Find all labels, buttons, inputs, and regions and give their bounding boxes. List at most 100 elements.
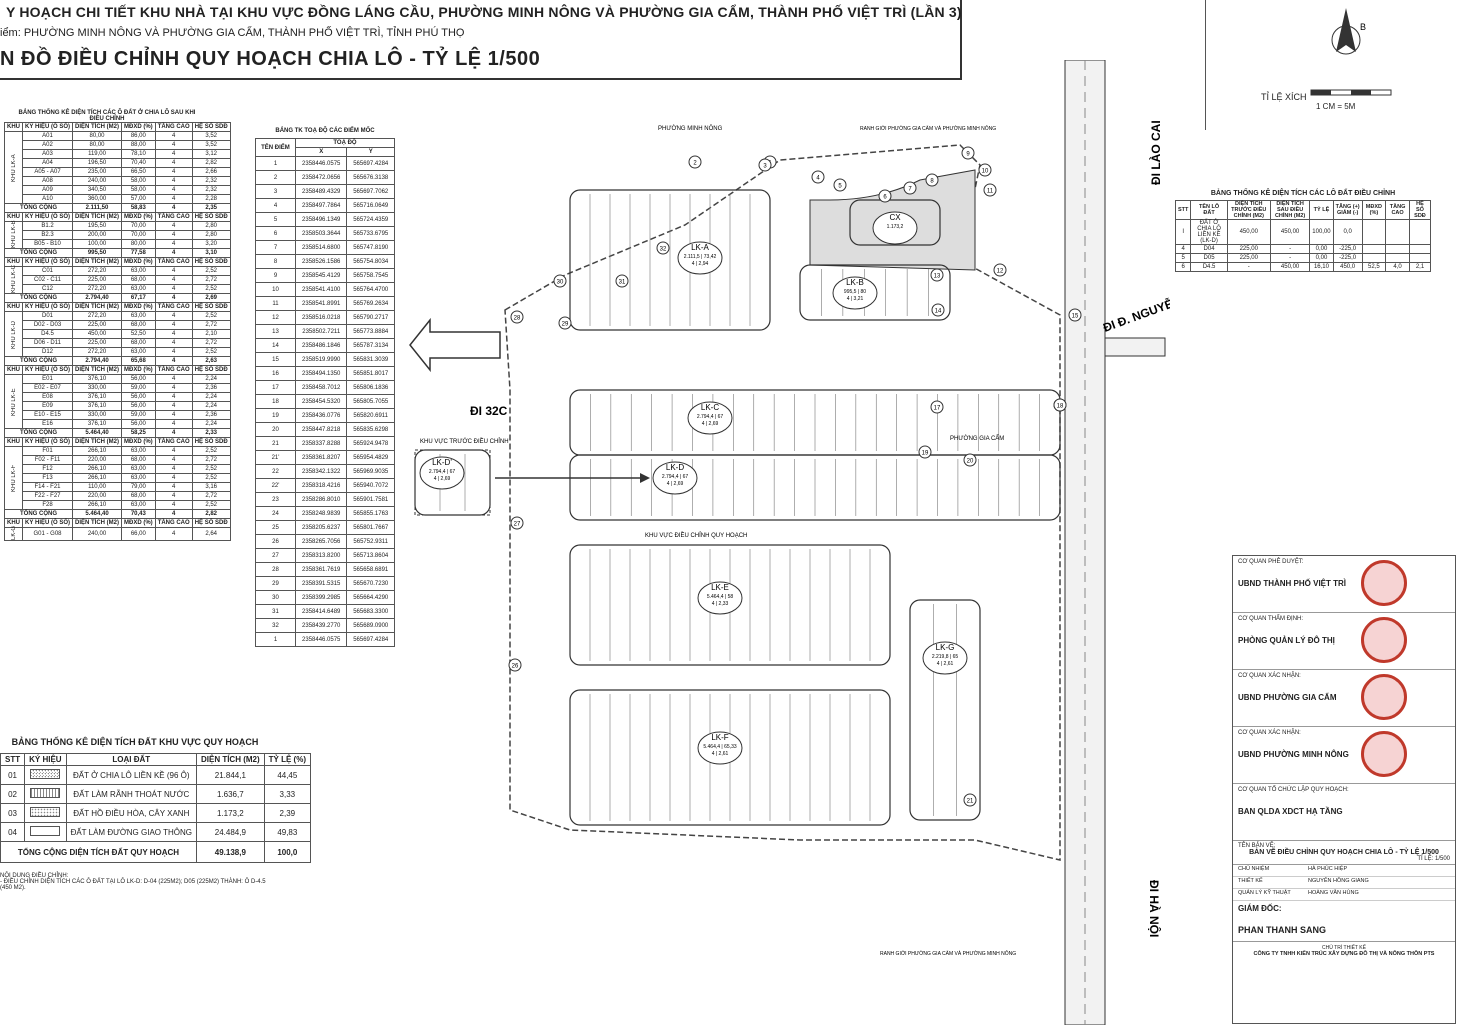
- coord-cell: 565724.4359: [346, 212, 395, 227]
- lot-header-cell: MĐXD (%): [121, 365, 156, 375]
- boundary-marker: [758, 158, 772, 172]
- gia-cam-label: PHƯỜNG GIA CẨM: [950, 435, 1004, 442]
- block-stats-label: 2.794,4 | 67: [429, 469, 456, 475]
- lot-cell: 2,66: [191, 167, 231, 177]
- coord-cell: 2358519.9990: [294, 352, 348, 367]
- block-id-label: LK-B: [846, 278, 864, 287]
- coord-cell: 565713.8604: [346, 548, 395, 563]
- lot-total-cell: 2,69: [191, 293, 231, 303]
- coord-cell: 2358472.0656: [294, 170, 348, 185]
- block-lkg: [909, 599, 981, 821]
- boundary-marker-label: 30: [557, 280, 564, 286]
- lot-cell: 56,00: [121, 374, 156, 384]
- lot-cell: 56,00: [121, 392, 156, 402]
- coord-cell: 21': [255, 450, 296, 465]
- coord-cell: 565697.4284: [346, 632, 395, 647]
- note-title: NỘI DUNG ĐIỀU CHỈNH:: [0, 873, 69, 879]
- lot-cell: 240,00: [72, 176, 123, 186]
- land-cell: 44,45: [263, 765, 312, 785]
- land-cell: 24.484,9: [195, 822, 265, 842]
- staff-cell: NGUYỄN HỒNG GIANG: [1308, 878, 1369, 884]
- lot-cell: 88,00: [121, 140, 156, 150]
- land-cell: 1.636,7: [195, 784, 265, 804]
- adjust-cell: 6: [1174, 262, 1192, 272]
- adjust-cell: 0,0: [1332, 219, 1363, 245]
- lot-khu-cell: KHU LK-F: [4, 446, 23, 510]
- adjust-cell: 2,1: [1408, 262, 1432, 272]
- coord-cell: 8: [255, 254, 296, 269]
- coord-cell: 10: [255, 282, 296, 297]
- coord-cell: 2358446.0575: [294, 632, 348, 647]
- lot-header-cell: KÝ HIỆU (Ô SỐ): [21, 257, 74, 267]
- red-seal-icon: [1361, 674, 1407, 720]
- land-cell: ĐẤT LÀM ĐƯỜNG GIAO THÔNG: [65, 822, 197, 842]
- lot-total-cell: 58,83: [121, 203, 156, 213]
- coord-cell: 565769.2634: [346, 296, 395, 311]
- lot-cell: 2,32: [191, 176, 231, 186]
- lot-header-cell: MĐXD (%): [121, 122, 156, 132]
- lot-cell: 196,50: [72, 158, 123, 168]
- scale-unit: 1 CM = 5M: [1316, 102, 1356, 111]
- lot-cell: A05 - A07: [21, 167, 74, 177]
- coord-cell: 19: [255, 408, 296, 423]
- lot-cell: C01: [21, 266, 74, 276]
- lot-total-cell: 77,58: [121, 248, 156, 258]
- coord-cell: 565790.2717: [346, 310, 395, 325]
- lot-cell: 2,80: [191, 221, 231, 231]
- lot-header-cell: DIỆN TÍCH (M2): [72, 212, 123, 222]
- coord-cell: 2358514.6800: [294, 240, 348, 255]
- lot-cell: 119,00: [72, 149, 123, 159]
- coord-cell: 2358313.8200: [294, 548, 348, 563]
- coord-cell: 565697.7062: [346, 184, 395, 199]
- coord-cell: 2358446.0575: [294, 156, 348, 171]
- adjust-header-cell: MĐXD (%): [1361, 200, 1387, 220]
- lot-cell: 3,20: [191, 239, 231, 249]
- lot-cell: 80,00: [121, 239, 156, 249]
- lot-cell: 57,00: [121, 194, 156, 204]
- adjust-header-cell: TỶ LỆ: [1309, 200, 1334, 220]
- boundary-marker: [930, 400, 944, 414]
- lot-cell: 4: [154, 194, 193, 204]
- lot-total-cell: 2,63: [191, 356, 231, 366]
- adjust-cell: 0,00: [1309, 244, 1334, 254]
- coord-cell: 565670.7230: [346, 576, 395, 591]
- lot-khu-cell: KHU LK-C: [4, 265, 23, 294]
- coord-cell: 2358414.6489: [294, 604, 348, 619]
- lot-cell: D06 - D11: [21, 338, 74, 348]
- land-header-cell: STT: [0, 753, 26, 766]
- site-boundary: [504, 144, 1061, 861]
- boundary-marker-label: 9: [966, 152, 970, 158]
- coord-cell: 565752.9311: [346, 534, 395, 549]
- lot-total-cell: 4: [154, 428, 193, 438]
- boundary-marker-label: 28: [514, 316, 521, 322]
- adjust-cell: 0,00: [1309, 253, 1334, 263]
- lot-cell: D01: [21, 311, 74, 321]
- coord-cell: 2358399.2985: [294, 590, 348, 605]
- block-label-oval: [832, 276, 878, 310]
- coord-cell: 565924.9478: [346, 436, 395, 451]
- lot-cell: A09: [21, 185, 74, 195]
- adjust-cell: [1385, 244, 1410, 254]
- lot-cell: 66,00: [121, 527, 156, 541]
- coord-cell: 565820.6911: [346, 408, 395, 423]
- adjust-cell: [1361, 253, 1387, 263]
- lot-cell: 4: [154, 446, 193, 456]
- block-stats-label: 2.111,5 | 73,42: [684, 254, 717, 260]
- approval-row-tham-dinh: CƠ QUAN THẨM ĐỊNH: PHÒNG QUẢN LÝ ĐÔ THỊ: [1233, 613, 1455, 670]
- land-cell: 3,33: [263, 784, 312, 804]
- adjust-cell: D04: [1190, 244, 1228, 254]
- boundary-marker-label: 26: [512, 664, 519, 670]
- lot-cell: 235,00: [72, 167, 123, 177]
- lot-cell: 4: [154, 491, 193, 501]
